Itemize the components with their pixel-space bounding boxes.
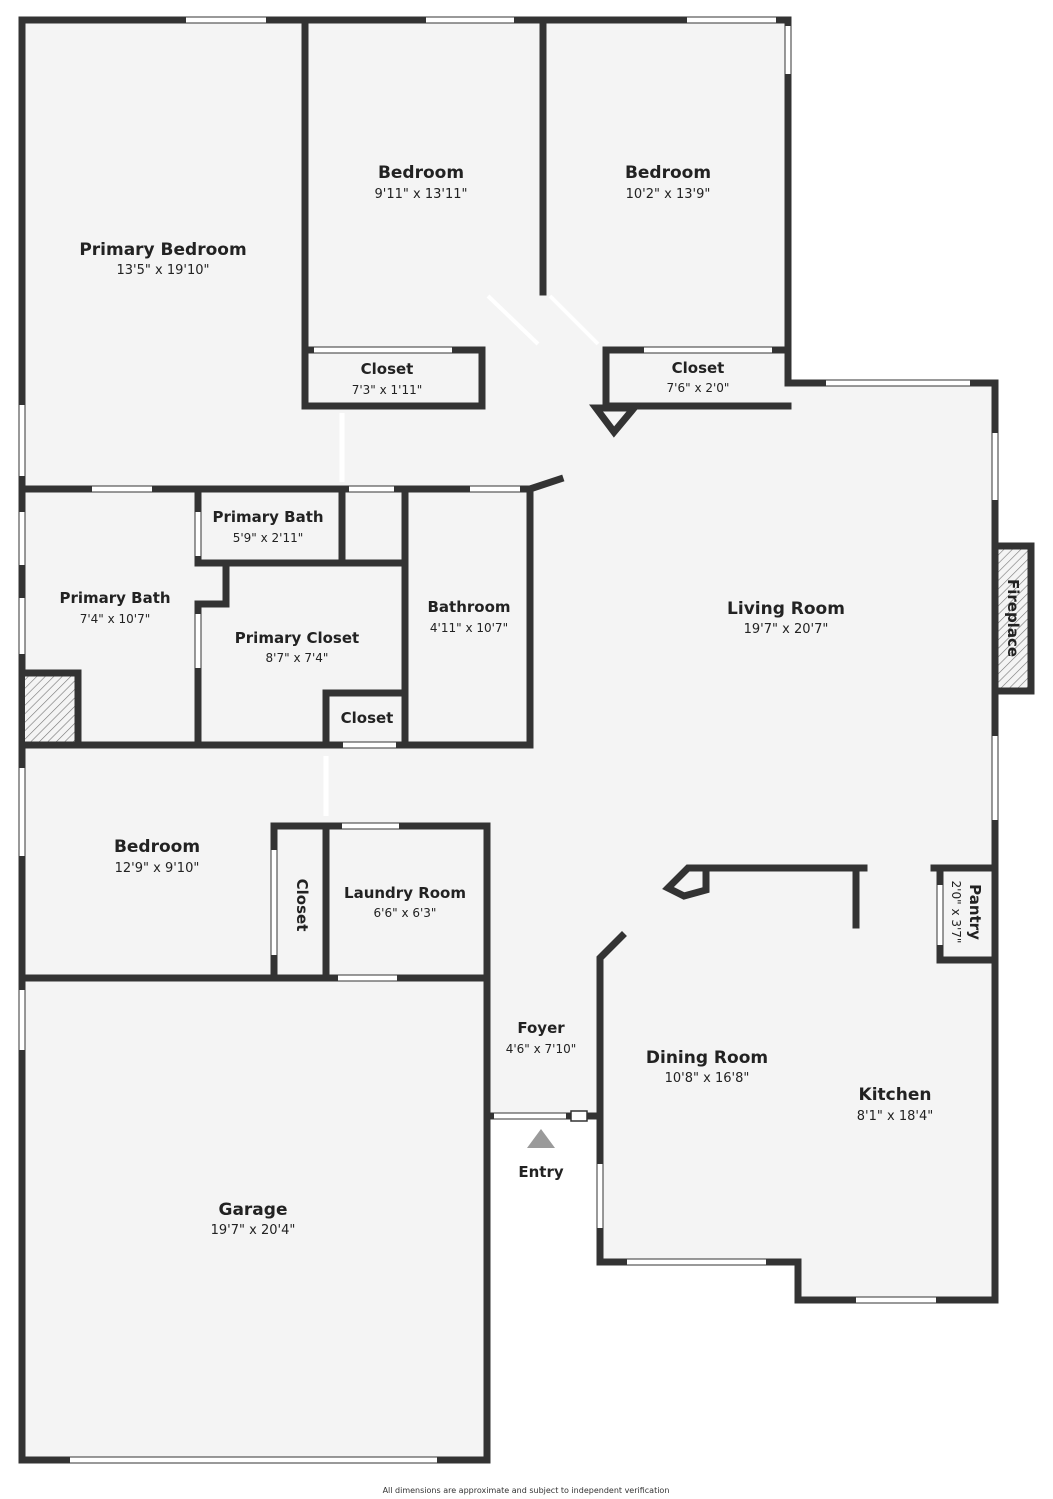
room-closet-4-name: Closet (293, 879, 311, 932)
room-dining-room-name: Dining Room (646, 1048, 768, 1068)
room-primary-bath-name: Primary Bath (59, 589, 170, 607)
room-labels: Primary Bedroom 13'5" x 19'10" Bedroom 9… (59, 163, 1022, 1495)
entry-arrow-icon (527, 1129, 555, 1148)
room-closet-2-dims: 7'6" x 2'0" (667, 381, 730, 395)
room-laundry-room-dims: 6'6" x 6'3" (374, 906, 437, 920)
room-bathroom-name: Bathroom (427, 598, 510, 616)
room-closet-1-dims: 7'3" x 1'11" (352, 383, 423, 397)
room-bedroom-3-name: Bedroom (114, 837, 200, 857)
room-fireplace-name: Fireplace (1004, 579, 1022, 657)
room-primary-bedroom-dims: 13'5" x 19'10" (117, 263, 210, 278)
room-dining-room-dims: 10'8" x 16'8" (665, 1071, 750, 1086)
room-primary-closet-dims: 8'7" x 7'4" (266, 651, 329, 665)
room-kitchen-dims: 8'1" x 18'4" (857, 1109, 933, 1124)
room-foyer-dims: 4'6" x 7'10" (506, 1042, 577, 1056)
room-bedroom-2-name: Bedroom (625, 163, 711, 183)
room-bedroom-2-dims: 10'2" x 13'9" (626, 187, 711, 202)
room-primary-bath-small-name: Primary Bath (212, 508, 323, 526)
room-bedroom-1-dims: 9'11" x 13'11" (375, 187, 468, 202)
room-garage-dims: 19'7" x 20'4" (211, 1223, 296, 1238)
room-bathroom-dims: 4'11" x 10'7" (430, 621, 508, 635)
room-primary-closet-name: Primary Closet (235, 629, 359, 647)
room-laundry-room-name: Laundry Room (344, 884, 466, 902)
room-living-room-name: Living Room (727, 599, 845, 619)
floor-fills (22, 20, 1031, 1460)
room-primary-bath-small-dims: 5'9" x 2'11" (233, 531, 304, 545)
room-bedroom-1-name: Bedroom (378, 163, 464, 183)
windows (19, 17, 998, 1463)
room-kitchen-name: Kitchen (859, 1085, 932, 1105)
room-pantry-name: Pantry (966, 884, 984, 940)
room-closet-1-name: Closet (361, 360, 414, 378)
footer-disclaimer: All dimensions are approximate and subje… (383, 1486, 670, 1495)
room-foyer-name: Foyer (517, 1019, 565, 1037)
room-pantry-dims: 2'0" x 3'7" (949, 881, 963, 944)
room-primary-bath-dims: 7'4" x 10'7" (80, 612, 151, 626)
room-bedroom-3-dims: 12'9" x 9'10" (115, 861, 200, 876)
room-living-room-dims: 19'7" x 20'7" (744, 622, 829, 637)
room-closet-2-name: Closet (672, 359, 725, 377)
room-primary-bedroom-name: Primary Bedroom (79, 240, 246, 260)
room-garage-name: Garage (219, 1200, 288, 1220)
entry-label: Entry (518, 1163, 563, 1181)
room-closet-3-name: Closet (341, 709, 394, 727)
